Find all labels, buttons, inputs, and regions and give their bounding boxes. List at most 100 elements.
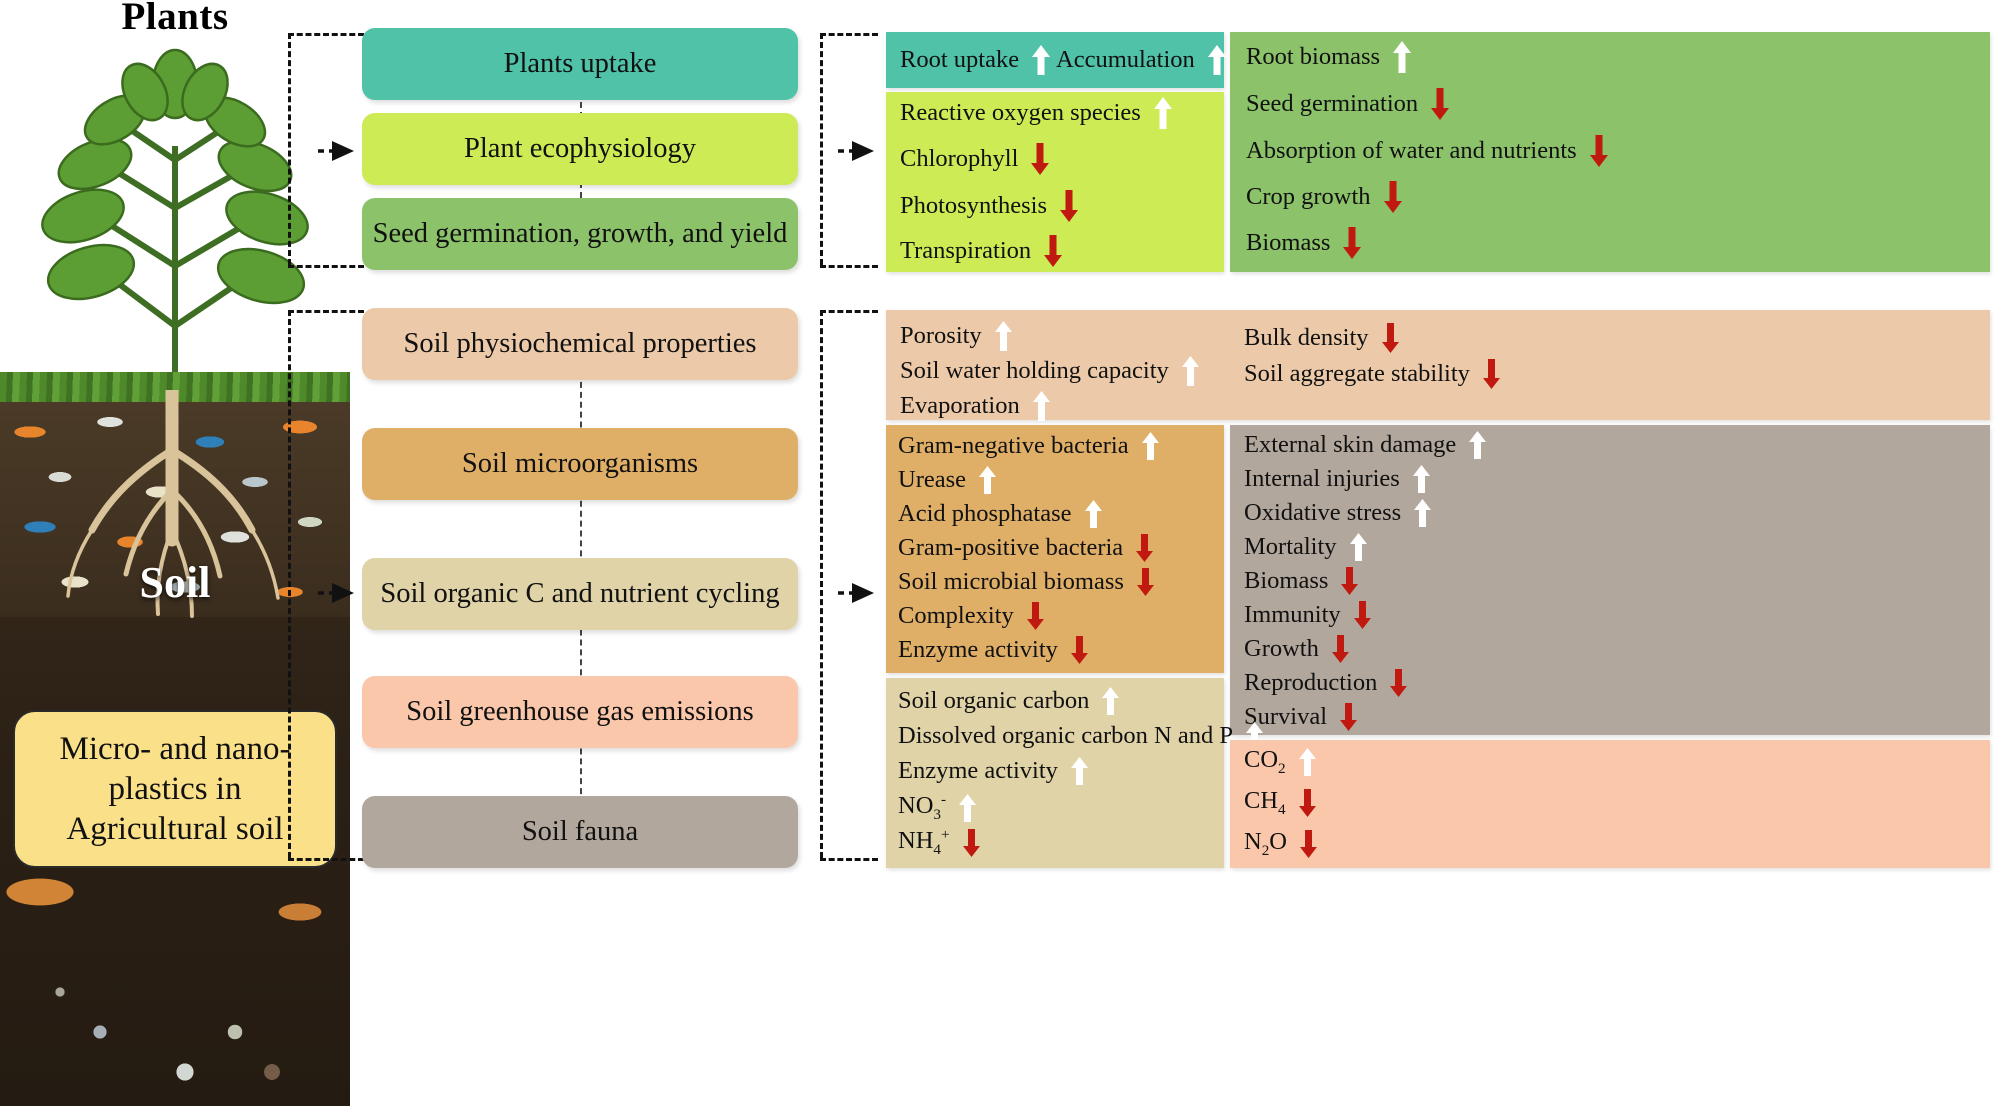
arrow-down-icon — [1353, 600, 1372, 630]
arrow-down-icon — [1298, 788, 1317, 818]
list-item: Complexity — [898, 601, 1045, 631]
list-item: Reactive oxygen species — [900, 96, 1173, 130]
list-item: Root uptake — [900, 44, 1051, 76]
middle-box-label: Seed germination, growth, and yield — [372, 218, 788, 249]
arrow-down-icon — [1135, 533, 1154, 563]
list-item: Gram-negative bacteria — [898, 431, 1160, 461]
middle-box-label: Soil microorganisms — [461, 448, 699, 479]
arrow-down-icon — [1059, 189, 1079, 223]
arrow-up-icon — [978, 465, 997, 495]
soil-fauna-panel: External skin damage Internal injuries O… — [1230, 425, 1990, 735]
list-item: Root biomass — [1246, 40, 1412, 74]
middle-box-seed-germination[interactable]: Seed germination, growth, and yield — [362, 198, 798, 270]
arrow-down-icon — [1383, 180, 1403, 214]
list-item: Mortality — [1244, 532, 1368, 562]
root-drawing — [66, 390, 280, 618]
list-item: Immunity — [1244, 600, 1372, 630]
arrow-down-icon — [1043, 234, 1063, 268]
middle-box-label: Soil greenhouse gas emissions — [406, 696, 754, 727]
list-item: Internal injuries — [1244, 464, 1431, 494]
arrow-down-icon — [1340, 566, 1359, 596]
soil-title: Soil — [139, 558, 211, 607]
list-item: Gram-positive bacteria — [898, 533, 1154, 563]
middle-box-plant-ecophysiology[interactable]: Plant ecophysiology — [362, 113, 798, 185]
arrow-up-icon — [1412, 464, 1431, 494]
plant-drawing — [41, 48, 309, 386]
seed-germination-panel: Root biomass Seed germination Absorption… — [1230, 32, 1990, 272]
plants-uptake-panel: Root uptake Accumulation — [886, 32, 1227, 88]
list-item: Photosynthesis — [900, 189, 1079, 223]
plant-illustration: Plants — [0, 0, 350, 398]
arrow-up-icon — [994, 320, 1013, 352]
list-item: Seed germination — [1246, 87, 1450, 121]
arrow-up-icon — [1468, 430, 1487, 460]
arrow-down-icon — [1342, 226, 1362, 260]
list-item: Enzyme activity — [898, 635, 1089, 665]
list-item: Bulk density — [1244, 322, 1400, 354]
arrow-up-icon — [1413, 498, 1432, 528]
ammonium-formula: NH4+ — [898, 826, 950, 859]
arrow-down-icon — [1136, 567, 1155, 597]
arrow-up-icon — [958, 793, 977, 823]
arrow-up-icon — [1153, 96, 1173, 130]
arrow-up-icon — [1349, 532, 1368, 562]
arrow-down-icon — [1026, 601, 1045, 631]
methane-formula: CH4 — [1244, 787, 1286, 818]
arrow-up-icon — [1245, 721, 1264, 751]
arrow-down-icon — [1331, 634, 1350, 664]
list-item: Accumulation — [1056, 44, 1227, 76]
list-item: Biomass — [1244, 566, 1359, 596]
list-item: Porosity — [900, 320, 1013, 352]
soil-physiochemical-panel: Porosity Soil water holding capacity Eva… — [886, 310, 1990, 422]
arrow-up-icon — [1084, 499, 1103, 529]
arrow-up-icon — [1031, 44, 1051, 76]
carbon-dioxide-formula: CO2 — [1244, 746, 1286, 777]
list-item: Oxidative stress — [1244, 498, 1432, 528]
arrow-up-icon — [1141, 431, 1160, 461]
soil-organic-carbon-panel: Soil organic carbon Dissolved organic ca… — [886, 678, 1263, 868]
list-item: Reproduction — [1244, 668, 1408, 698]
plants-title: Plants — [121, 0, 229, 38]
list-item: Soil water holding capacity — [900, 355, 1200, 387]
middle-box-greenhouse-gas[interactable]: Soil greenhouse gas emissions — [362, 676, 798, 748]
list-item: N2O — [1244, 828, 1318, 860]
middle-box-soil-fauna[interactable]: Soil fauna — [362, 796, 798, 868]
list-item: Survival — [1244, 702, 1358, 732]
list-item: Soil aggregate stability — [1244, 358, 1501, 390]
middle-box-soil-microorganisms[interactable]: Soil microorganisms — [362, 428, 798, 500]
list-item: Absorption of water and nutrients — [1246, 134, 1609, 168]
arrow-up-icon — [1181, 355, 1200, 387]
arrow-up-icon — [1070, 756, 1089, 786]
soil-illustration: Soil Micro- and nano-plastics in Agricul… — [0, 372, 350, 1106]
list-item: CH4 — [1244, 787, 1317, 819]
list-item: NO3- — [898, 791, 977, 824]
list-item: Crop growth — [1246, 180, 1403, 214]
nitrous-oxide-formula: N2O — [1244, 828, 1287, 859]
list-item: Biomass — [1246, 226, 1362, 260]
list-item: Transpiration — [900, 234, 1063, 268]
list-item: Soil organic carbon — [898, 686, 1120, 716]
list-item: Dissolved organic carbon N and P — [898, 721, 1264, 751]
middle-box-label: Plants uptake — [503, 48, 657, 79]
middle-box-label: Soil organic C and nutrient cycling — [380, 578, 780, 609]
arrow-up-icon — [1392, 40, 1412, 74]
arrow-to-plants-panels — [838, 141, 874, 161]
middle-box-plants-uptake[interactable]: Plants uptake — [362, 28, 798, 100]
list-item: Enzyme activity — [898, 756, 1089, 786]
arrow-down-icon — [1430, 87, 1450, 121]
middle-box-soil-physiochemical[interactable]: Soil physiochemical properties — [362, 308, 798, 380]
middle-box-label: Plant ecophysiology — [464, 133, 696, 164]
soil-microorganisms-panel: Gram-negative bacteria Urease Acid phosp… — [886, 425, 1224, 673]
arrow-down-icon — [1070, 635, 1089, 665]
list-item: Soil microbial biomass — [898, 567, 1155, 597]
list-item: NH4+ — [898, 826, 981, 859]
middle-box-soil-organic-c[interactable]: Soil organic C and nutrient cycling — [362, 558, 798, 630]
list-item: Chlorophyll — [900, 142, 1050, 176]
list-item: CO2 — [1244, 746, 1317, 778]
nitrate-formula: NO3- — [898, 791, 947, 824]
arrow-down-icon — [1339, 702, 1358, 732]
arrow-down-icon — [1299, 829, 1318, 859]
arrow-up-icon — [1032, 390, 1051, 422]
list-item: Acid phosphatase — [898, 499, 1103, 529]
